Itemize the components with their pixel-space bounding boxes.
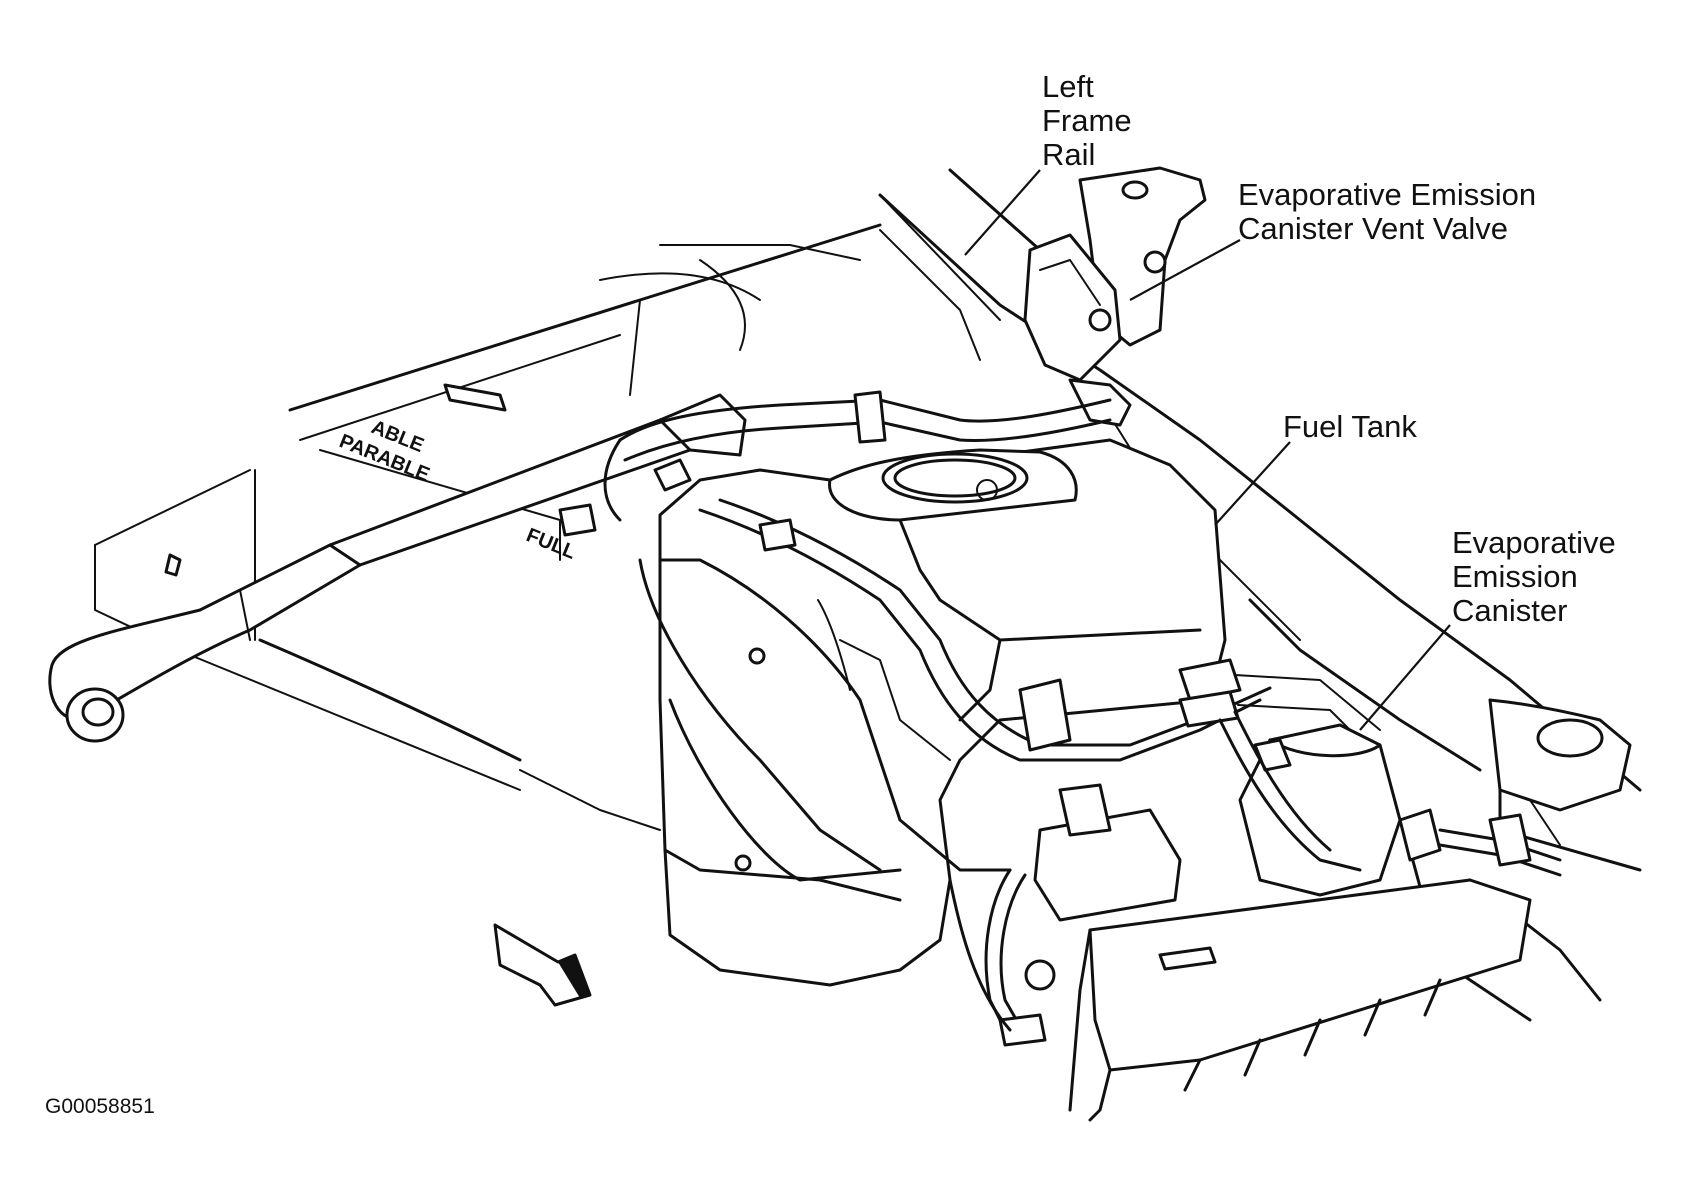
exhaust-pipe <box>48 393 747 743</box>
label-left-frame-rail-line3: Rail <box>1042 137 1096 172</box>
skid-plate <box>1068 878 1532 1122</box>
label-canister-line2: Emission <box>1452 559 1578 594</box>
leader-left-frame-rail <box>964 169 1041 256</box>
fuel-tank <box>658 438 1227 987</box>
fuel-lines <box>638 458 1381 872</box>
vent-valve-bracket <box>1023 166 1207 427</box>
left-frame-rail <box>878 168 1642 792</box>
direction-arrow-icon <box>493 923 592 1007</box>
label-vent-valve-line2: Canister Vent Valve <box>1238 211 1508 246</box>
label-canister-line3: Canister <box>1452 593 1568 628</box>
label-canister-line1: Evaporative <box>1452 525 1616 560</box>
lower-hose-assembly <box>948 783 1182 1047</box>
leader-fuel-tank <box>1214 441 1291 526</box>
label-canister: Evaporative Emission Canister <box>1452 526 1616 628</box>
evap-canister <box>1218 710 1562 897</box>
label-left-frame-rail-line1: Left <box>1042 69 1094 104</box>
label-left-frame-rail: Left Frame Rail <box>1042 70 1132 172</box>
vent-hose-upper <box>603 390 1112 522</box>
leader-canister <box>1359 624 1451 731</box>
label-vent-valve: Evaporative Emission Canister Vent Valve <box>1238 178 1536 246</box>
label-fuel-tank: Fuel Tank <box>1283 409 1417 444</box>
label-left-frame-rail-line2: Frame <box>1042 103 1132 138</box>
leader-vent-valve <box>1129 239 1241 301</box>
studs <box>164 383 597 577</box>
figure-id: G00058851 <box>45 1095 155 1118</box>
label-vent-valve-line1: Evaporative Emission <box>1238 177 1537 212</box>
leader-lines <box>964 169 1451 731</box>
